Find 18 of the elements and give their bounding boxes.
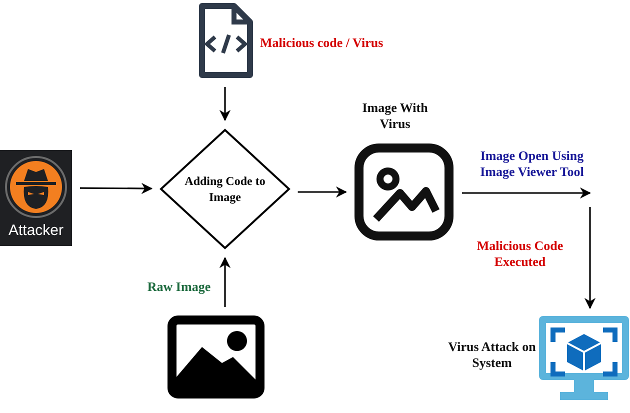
arrow	[462, 187, 592, 199]
image-icon	[354, 143, 454, 241]
arrow	[219, 87, 231, 122]
image-icon	[167, 315, 265, 399]
attacker-card	[0, 150, 72, 246]
card-label: Attacker	[7, 222, 65, 239]
icon-caption: Raw Image	[146, 279, 212, 295]
icon-caption: Malicious code / Virus	[260, 35, 384, 51]
arrow	[298, 186, 348, 198]
arrow	[80, 182, 153, 194]
monitor-icon	[539, 316, 629, 400]
decision-diamond	[159, 128, 291, 250]
arrow	[219, 256, 231, 307]
icon-caption: Image With Virus	[361, 100, 429, 132]
icon-caption: Virus Attack on System	[448, 339, 536, 371]
arrow	[584, 207, 596, 310]
code-file-icon	[198, 2, 254, 79]
node-label: Adding Code to Image	[184, 173, 266, 205]
